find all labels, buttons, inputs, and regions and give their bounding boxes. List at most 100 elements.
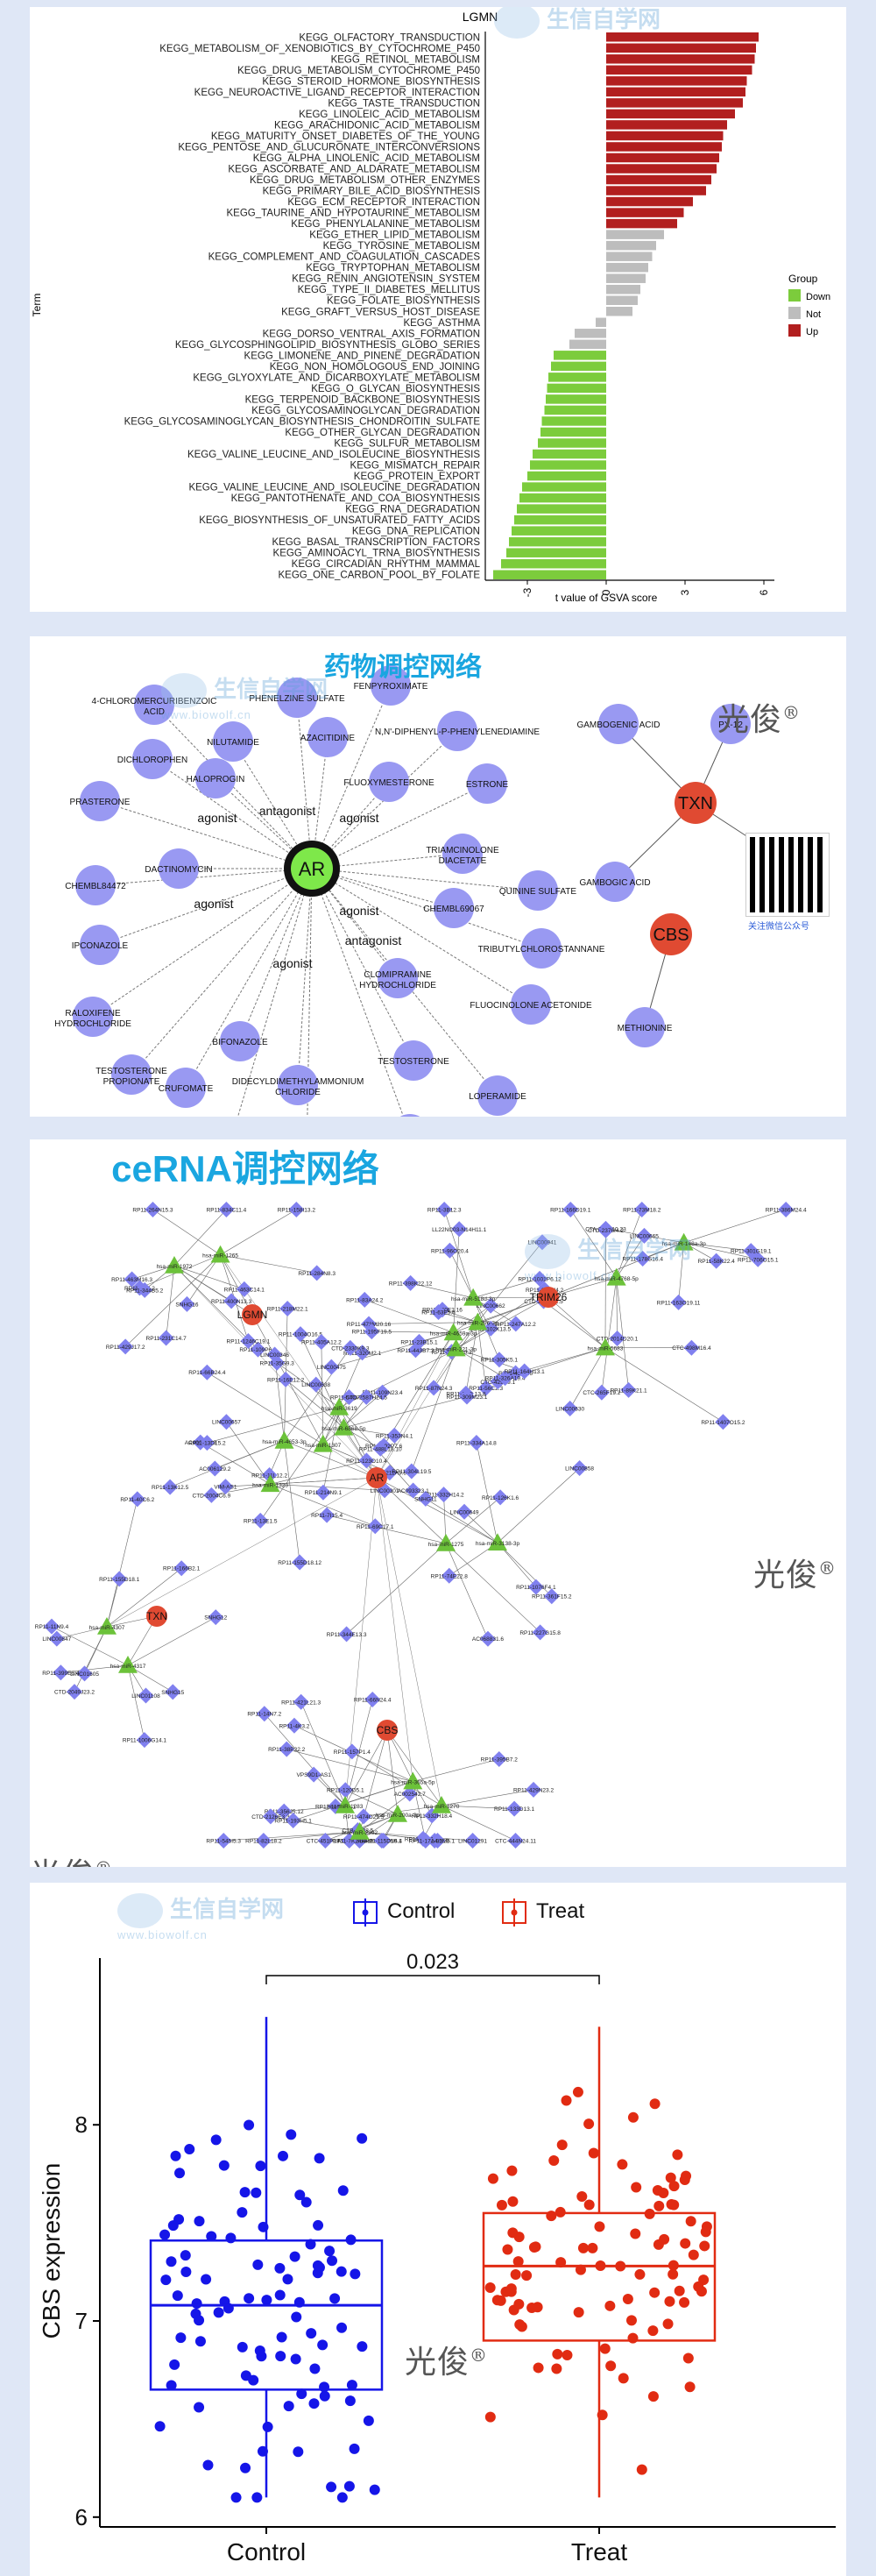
drug-label: NILUTAMIDE — [207, 738, 259, 748]
edge-lnc-mirna — [286, 1749, 413, 1782]
lncrna-node — [341, 1389, 357, 1406]
data-point — [665, 2172, 676, 2183]
tick-label-y: KEGG_DRUG_METABOLISM_CYTOCHROME_P450 — [237, 66, 480, 76]
bar-kegg_limonene_and_pinene_degradation — [554, 351, 606, 360]
data-point — [174, 2168, 186, 2179]
mirna-node — [350, 1822, 370, 1840]
bar-kegg_non_homologous_end_joining — [551, 361, 606, 372]
lncrna-label: RP11-1076F4.1 — [516, 1585, 556, 1591]
gsva-bar-chart: LGMNKEGG_OLFACTORY_TRANSDUCTIONKEGG_META… — [31, 10, 830, 604]
lncrna-node — [53, 1664, 69, 1681]
lncrna-node — [342, 1339, 358, 1356]
drug-label: CRUFOMATE — [159, 1084, 214, 1094]
edge-ar-12 — [95, 868, 313, 886]
edge-lnc-mirna — [315, 1384, 344, 1428]
lncrna-label: CTD-2330K9.3 — [331, 1345, 370, 1352]
mirna-node — [595, 1338, 615, 1356]
edge-lnc-mirna — [410, 1282, 474, 1299]
edge-mirna-mrna — [376, 1348, 456, 1479]
bar-kegg_tyrosine_metabolism — [606, 240, 656, 251]
lncrna-node — [670, 1294, 687, 1310]
edge-lnc-mirna — [264, 1714, 346, 1806]
data-point — [512, 2256, 524, 2267]
tick-label-x: 6 — [758, 589, 770, 595]
bar-kegg_aminoacyl_trna_biosynthesis — [506, 548, 606, 557]
lncrna-label: RP11-166D19.1 — [550, 1208, 591, 1214]
bar-kegg_rna_degradation — [517, 504, 606, 514]
lncrna-label: RP11-304L19.5 — [392, 1469, 431, 1475]
data-point — [548, 2155, 560, 2167]
drug-node — [132, 739, 173, 779]
edge-lnc-mirna — [345, 1789, 399, 1815]
edge-lnc-mirna — [445, 1497, 501, 1544]
tick-label-y: KEGG_LINOLEIC_ACID_METABOLISM — [299, 110, 480, 120]
lncrna-node — [307, 1376, 324, 1393]
edge-lnc-mirna — [449, 1250, 474, 1298]
data-point — [507, 2227, 519, 2239]
lncrna-node — [532, 1270, 548, 1287]
data-point — [240, 2462, 251, 2473]
mirna-label: hsa-miR-1972 — [157, 1264, 193, 1270]
edge-lnc-mirna — [616, 1277, 618, 1339]
lncrna-node — [562, 1401, 578, 1417]
tick-label-y: KEGG_ARACHIDONIC_ACID_METABOLISM — [274, 120, 480, 131]
lncrna-node — [314, 1484, 331, 1501]
lncrna-label: RP11-63E5.6 — [421, 1310, 456, 1316]
tick-label-y: KEGG_GLYCOSAMINOGLYCAN_DEGRADATION — [251, 406, 480, 416]
lncrna-label: AC068831.6 — [472, 1636, 505, 1643]
tick-label-y: KEGG_TERPENOID_BACKBONE_BIOSYNTHESIS — [245, 394, 481, 405]
edge-mirna-mrna — [173, 1265, 253, 1316]
bar-kegg_o_glycan_biosynthesis — [547, 383, 606, 394]
lncrna-label: RP11-3B12.3 — [427, 1208, 462, 1214]
data-point — [680, 2238, 691, 2249]
tick-label-x: 0 — [600, 589, 612, 595]
edge-lnc-mirna — [220, 1209, 297, 1255]
lncrna-node — [255, 1833, 272, 1849]
lncrna-label: RP11-398K22.12 — [389, 1281, 433, 1287]
lncrna-label: RP11-157P1.4 — [334, 1749, 371, 1756]
lncrna-label: RP11-214N9.1 — [305, 1490, 343, 1496]
mrna-node — [377, 1720, 398, 1741]
lncrna-label: LINC01605 — [70, 1671, 99, 1678]
edge-lnc-mirna — [152, 1209, 221, 1255]
data-point — [513, 2298, 525, 2310]
drug-label: GAMBOGENIC ACID — [576, 720, 660, 730]
drug-label: TRIBUTYLCHLOROSTANNANE — [478, 945, 605, 954]
edge-lnc-mirna — [124, 1254, 221, 1347]
lncrna-label: RP11-834C11.4 — [207, 1208, 247, 1214]
edge-lnc-mirna — [327, 1515, 447, 1544]
lncrna-label: LINC00847 — [42, 1636, 71, 1643]
lncrna-label: RP11-195F19.5 — [352, 1330, 392, 1336]
bar-kegg_mismatch_repair — [530, 460, 606, 470]
tick-label-x: Control — [227, 2538, 306, 2565]
data-point — [491, 2295, 503, 2306]
y-axis-label: CBS expression — [38, 2163, 65, 2339]
data-point — [180, 2266, 192, 2277]
bar-kegg_alpha_linolenic_acid_metabolism — [606, 153, 719, 163]
lncrna-node — [162, 1479, 179, 1495]
lncrna-node — [158, 1330, 174, 1346]
target-label-cbs: CBS — [653, 926, 689, 945]
lncrna-node — [250, 1341, 266, 1358]
edge-lnc-mirna — [131, 1265, 175, 1280]
lncrna-label: CTD-2004C6.9 — [193, 1493, 231, 1499]
mirna-label: hsa-miR-5683 — [588, 1346, 624, 1352]
bar-kegg_glycosphingolipid_biosynthesis_globo_series — [569, 339, 606, 350]
lncrna-node — [218, 1414, 235, 1430]
edge-lnc-mirna — [601, 1277, 617, 1393]
lncrna-label: RP11-87N24.3 — [415, 1386, 453, 1392]
lncrna-node — [532, 1624, 548, 1641]
mirna-label: hsa-miR-365a-5p — [391, 1780, 435, 1786]
drug-node — [307, 717, 348, 757]
edge-lnc-mirna — [343, 1427, 395, 1437]
edge-mirna-mrna — [338, 1407, 378, 1479]
data-point — [674, 2285, 685, 2296]
tick-label-y: KEGG_OLFACTORY_TRANSDUCTION — [299, 32, 480, 43]
lncrna-label: RP11-231C14.7 — [146, 1336, 187, 1342]
lncrna-label: CTC-265F19.2 — [583, 1390, 620, 1396]
lncrna-label: LINC00941 — [528, 1240, 557, 1246]
lncrna-node — [165, 1684, 181, 1700]
edge-lnc-mirna — [456, 1348, 505, 1379]
data-point — [237, 2207, 248, 2218]
lncrna-label: RP11-13K12.5 — [152, 1485, 189, 1491]
